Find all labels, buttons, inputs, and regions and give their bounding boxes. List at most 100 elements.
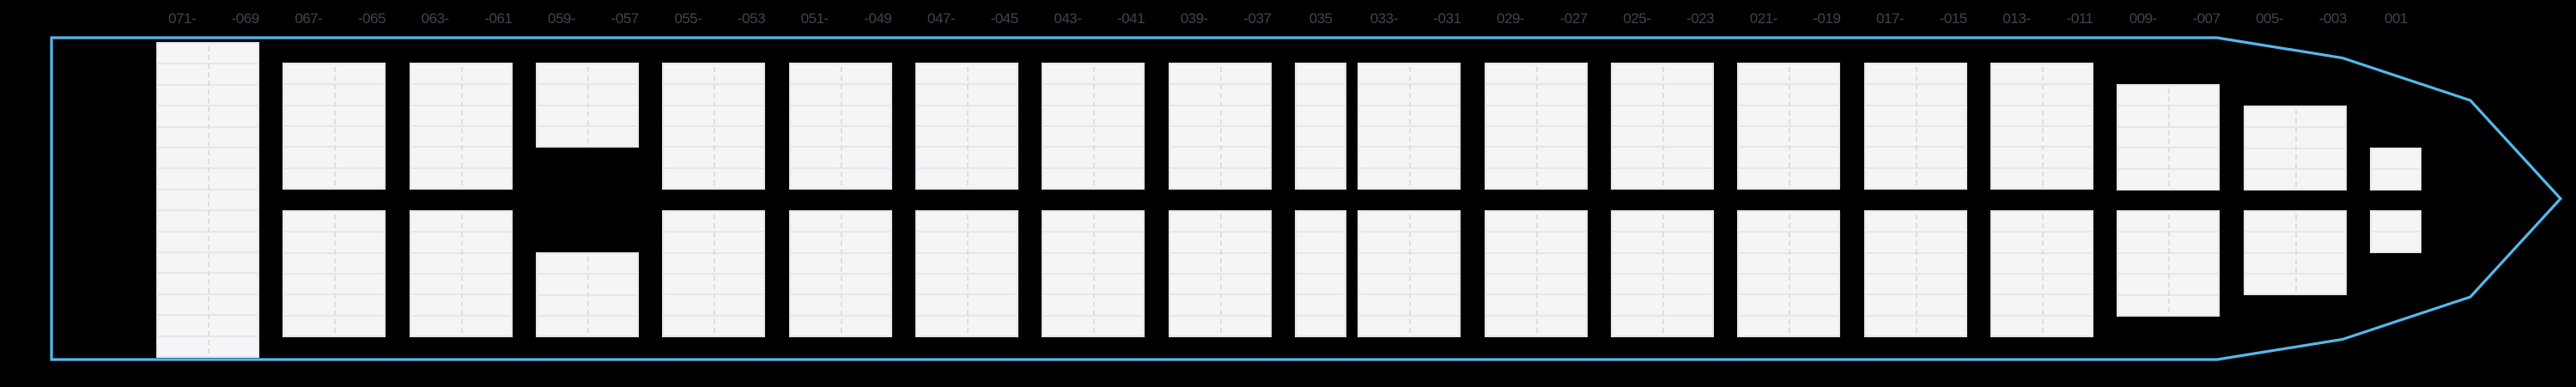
cabin-row[interactable] [2372,212,2420,233]
cabin-block-039-037-lower[interactable] [1169,210,1272,337]
cabin-block-033-031-upper[interactable] [1358,63,1461,190]
cabin-block-017-015-upper[interactable] [1864,63,1967,190]
cabin-number-label: 063- [421,10,450,27]
cabin-row[interactable] [1297,127,1345,148]
cabin-number-label: 001 [2385,10,2408,27]
cabin-number-label: -011 [2066,10,2093,27]
cabin-row[interactable] [1297,85,1345,106]
cabin-number-label: 013- [2002,10,2031,27]
cabin-row[interactable] [1297,64,1345,86]
cabin-block-039-037-upper[interactable] [1169,63,1272,190]
cabin-number-label: -007 [2192,10,2221,27]
cabin-block-021-019-lower[interactable] [1737,210,1840,337]
cabin-number-label: -041 [1117,10,1145,27]
cabin-block-055-053-upper[interactable] [662,63,765,190]
cabin-number-label: -015 [1939,10,1968,27]
cabin-column-divider [1536,215,1538,333]
cabin-block-005-003-lower[interactable] [2244,210,2347,295]
cabin-number-label: 021- [1749,10,1778,27]
cabin-block-071-069[interactable] [156,42,259,358]
cabin-number-label: -023 [1686,10,1715,27]
cabin-number-label: -049 [864,10,892,27]
cabin-number-label: -069 [231,10,260,27]
cabin-block-033-031-lower[interactable] [1358,210,1461,337]
cabin-column-divider [2295,215,2297,291]
cabin-block-025-023-lower[interactable] [1611,210,1714,337]
cabin-block-017-015-lower[interactable] [1864,210,1967,337]
cabin-row[interactable] [1297,212,1345,233]
cabin-number-label: -061 [484,10,513,27]
cabin-column-divider [2042,215,2044,333]
cabin-column-divider [841,67,842,185]
cabin-column-divider [2168,215,2170,312]
cabin-number-label: -037 [1243,10,1272,27]
cabin-block-025-023-upper[interactable] [1611,63,1714,190]
cabin-block-009-007-lower[interactable] [2117,210,2220,317]
cabin-column-divider [714,67,715,185]
cabin-block-005-003-upper[interactable] [2244,106,2347,190]
cabin-column-divider [841,215,842,333]
cabin-block-009-007-upper[interactable] [2117,84,2220,190]
cabin-block-013-011-upper[interactable] [1990,63,2093,190]
cabin-column-divider [461,67,463,185]
cabin-block-067-065-lower[interactable] [283,210,386,337]
cabin-row[interactable] [1297,254,1345,275]
cabin-number-label: 029- [1497,10,1525,27]
cabin-column-divider [2295,110,2297,186]
cabin-column-divider [1409,67,1411,185]
cabin-column-divider [1916,67,1917,185]
cabin-number-label: -027 [1559,10,1589,27]
cabin-block-047-045-upper[interactable] [915,63,1018,190]
cabin-block-001-lower[interactable] [2370,210,2421,253]
cabin-column-divider [1220,67,1222,185]
cabin-block-047-045-lower[interactable] [915,210,1018,337]
cabin-block-067-065-upper[interactable] [283,63,386,190]
cabin-row[interactable] [1297,148,1345,169]
cabin-number-label: -045 [990,10,1019,27]
cabin-block-063-061-upper[interactable] [410,63,513,190]
cabin-number-label: 043- [1054,10,1082,27]
cabin-column-divider [967,215,969,333]
cabin-block-021-019-upper[interactable] [1737,63,1840,190]
cabin-row[interactable] [1297,275,1345,296]
cabin-block-059-057-lower[interactable] [536,252,639,337]
cabin-column-divider [1536,67,1538,185]
cabin-column-divider [1093,215,1095,333]
cabin-column-divider [2042,67,2044,185]
cabin-block-029-027-lower[interactable] [1485,210,1588,337]
cabin-number-label: 039- [1180,10,1209,27]
cabin-column-divider [1662,215,1664,333]
cabin-block-059-057-upper[interactable] [536,63,639,148]
cabin-row[interactable] [2372,149,2420,170]
cabin-block-035-lower[interactable] [1295,210,1346,337]
cabin-block-035-upper[interactable] [1295,63,1346,190]
cabin-block-013-011-lower[interactable] [1990,210,2093,337]
cabin-column-divider [2168,88,2170,186]
cabin-number-label: 059- [548,10,576,27]
cabin-block-051-049-upper[interactable] [789,63,892,190]
cabin-number-label: 025- [1623,10,1651,27]
cabin-row[interactable] [1297,106,1345,127]
cabin-number-label: -003 [2318,10,2348,27]
cabin-block-043-041-upper[interactable] [1042,63,1145,190]
cabin-row[interactable] [1297,233,1345,254]
cabin-row[interactable] [1297,295,1345,317]
cabin-column-divider [1093,67,1095,185]
cabin-block-043-041-lower[interactable] [1042,210,1145,337]
cabin-number-label: 051- [800,10,829,27]
cabin-column-divider [1789,215,1790,333]
cabin-block-051-049-lower[interactable] [789,210,892,337]
cabin-column-divider [1916,215,1917,333]
cabin-block-001-upper[interactable] [2370,148,2421,190]
cabin-number-label: 067- [295,10,323,27]
cabin-column-divider [1220,215,1222,333]
cabin-block-029-027-upper[interactable] [1485,63,1588,190]
cabin-block-063-061-lower[interactable] [410,210,513,337]
cabin-number-label: 055- [674,10,702,27]
cabin-block-055-053-lower[interactable] [662,210,765,337]
cabin-column-divider [461,215,463,333]
cabin-number-label: 035 [1309,10,1333,27]
